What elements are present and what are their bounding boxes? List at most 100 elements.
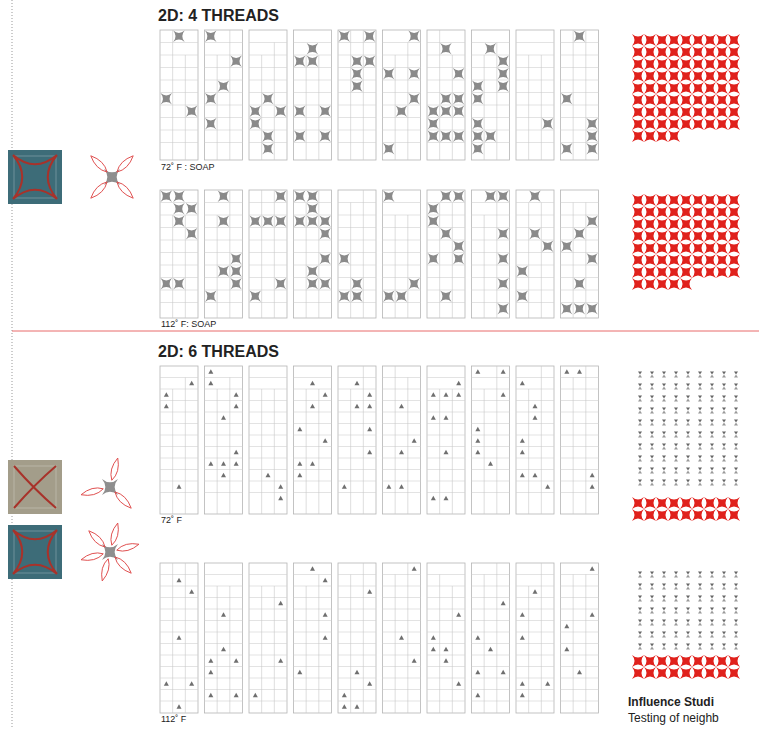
grid-line <box>427 105 465 106</box>
grid-line <box>205 446 243 447</box>
test-panel <box>427 366 465 514</box>
gray-mark <box>722 584 726 587</box>
gray-mark <box>686 372 690 375</box>
grid-line <box>383 55 421 56</box>
thread-star <box>294 131 306 143</box>
thread-triangle <box>475 369 480 374</box>
gray-mark <box>698 396 702 399</box>
grid-line <box>160 240 198 241</box>
thread-star <box>351 291 363 303</box>
grid-line <box>160 597 198 598</box>
gray-mark <box>638 384 642 387</box>
thread-triangle <box>399 484 404 489</box>
grid-line <box>249 377 287 378</box>
grid-line <box>472 67 510 68</box>
gray-mark <box>638 411 642 414</box>
thread-triangle <box>164 404 169 409</box>
grid-line <box>160 666 198 667</box>
test-panel <box>427 190 465 318</box>
red-tile <box>680 266 692 278</box>
thread <box>13 530 57 574</box>
gray-mark <box>686 647 690 650</box>
grid-line <box>427 202 465 203</box>
grid-line <box>172 563 173 713</box>
gray-mark <box>686 423 690 426</box>
red-tile <box>680 118 692 130</box>
thread-star <box>294 216 306 228</box>
gray-mark <box>674 644 678 647</box>
photo <box>8 460 62 514</box>
thread-triangle <box>564 369 569 374</box>
grid-line <box>472 400 510 401</box>
grid-line <box>205 240 243 241</box>
grid-line <box>407 215 408 318</box>
gray-mark <box>698 387 702 390</box>
thread-triangle <box>297 461 302 466</box>
grid-line <box>472 302 510 303</box>
section-heading: 2D: 4 THREADS <box>158 7 279 25</box>
gray-mark <box>698 447 702 450</box>
gray-mark <box>686 635 690 638</box>
grid-line <box>160 492 198 493</box>
grid-line <box>472 105 510 106</box>
grid-line <box>516 446 554 447</box>
red-tile <box>704 94 716 106</box>
thread-triangle <box>234 693 239 698</box>
red-tile <box>692 106 704 118</box>
gray-mark <box>734 608 738 611</box>
gray-mark <box>722 575 726 578</box>
grid-line <box>205 655 243 656</box>
grid-line <box>427 689 465 690</box>
grid-line <box>338 389 376 390</box>
red-tile <box>680 34 692 46</box>
thread-triangle <box>310 381 315 386</box>
grid-line <box>160 678 198 679</box>
grid-line <box>363 366 364 514</box>
gray-mark <box>650 456 654 459</box>
thread-star <box>351 81 363 93</box>
thread-star <box>205 93 217 105</box>
test-panel <box>516 30 554 160</box>
grid-line <box>573 30 574 160</box>
red-tile <box>632 266 644 278</box>
thread-triangle <box>323 438 328 443</box>
grid-line <box>383 42 421 43</box>
thread-triangle <box>475 427 480 432</box>
thread-triangle <box>590 612 595 617</box>
gray-mark <box>698 587 702 590</box>
gray-mark <box>710 623 714 626</box>
thread-star <box>205 118 217 130</box>
grid-line <box>338 446 376 447</box>
thread-triangle <box>221 612 226 617</box>
grid-line <box>452 586 453 713</box>
thread-star <box>472 143 484 155</box>
thread-star <box>440 93 452 105</box>
grid-line <box>383 67 421 68</box>
gray-mark <box>686 480 690 483</box>
grid-line <box>472 290 510 291</box>
grid-line <box>249 389 287 390</box>
grid-line <box>205 277 243 278</box>
gray-mark <box>710 387 714 390</box>
grid-line <box>249 215 287 216</box>
grid-line <box>427 400 465 401</box>
grid-line <box>472 458 510 459</box>
red-tile <box>644 230 656 242</box>
red-tile <box>644 655 656 667</box>
thread-triangle <box>577 670 582 675</box>
thread-star <box>574 303 586 315</box>
grid-line <box>383 701 421 702</box>
gray-mark <box>734 480 738 483</box>
grid-line <box>383 655 421 656</box>
grid-line <box>561 117 599 118</box>
grid-line <box>294 435 332 436</box>
grid-line <box>205 458 243 459</box>
panel-frame <box>427 30 465 160</box>
thread-star <box>218 216 230 228</box>
thread-triangle <box>234 461 239 466</box>
red-tile <box>704 509 716 521</box>
grid-line <box>472 202 510 203</box>
gray-mark <box>686 572 690 575</box>
grid-line <box>472 446 510 447</box>
thread-triangle <box>208 670 213 675</box>
